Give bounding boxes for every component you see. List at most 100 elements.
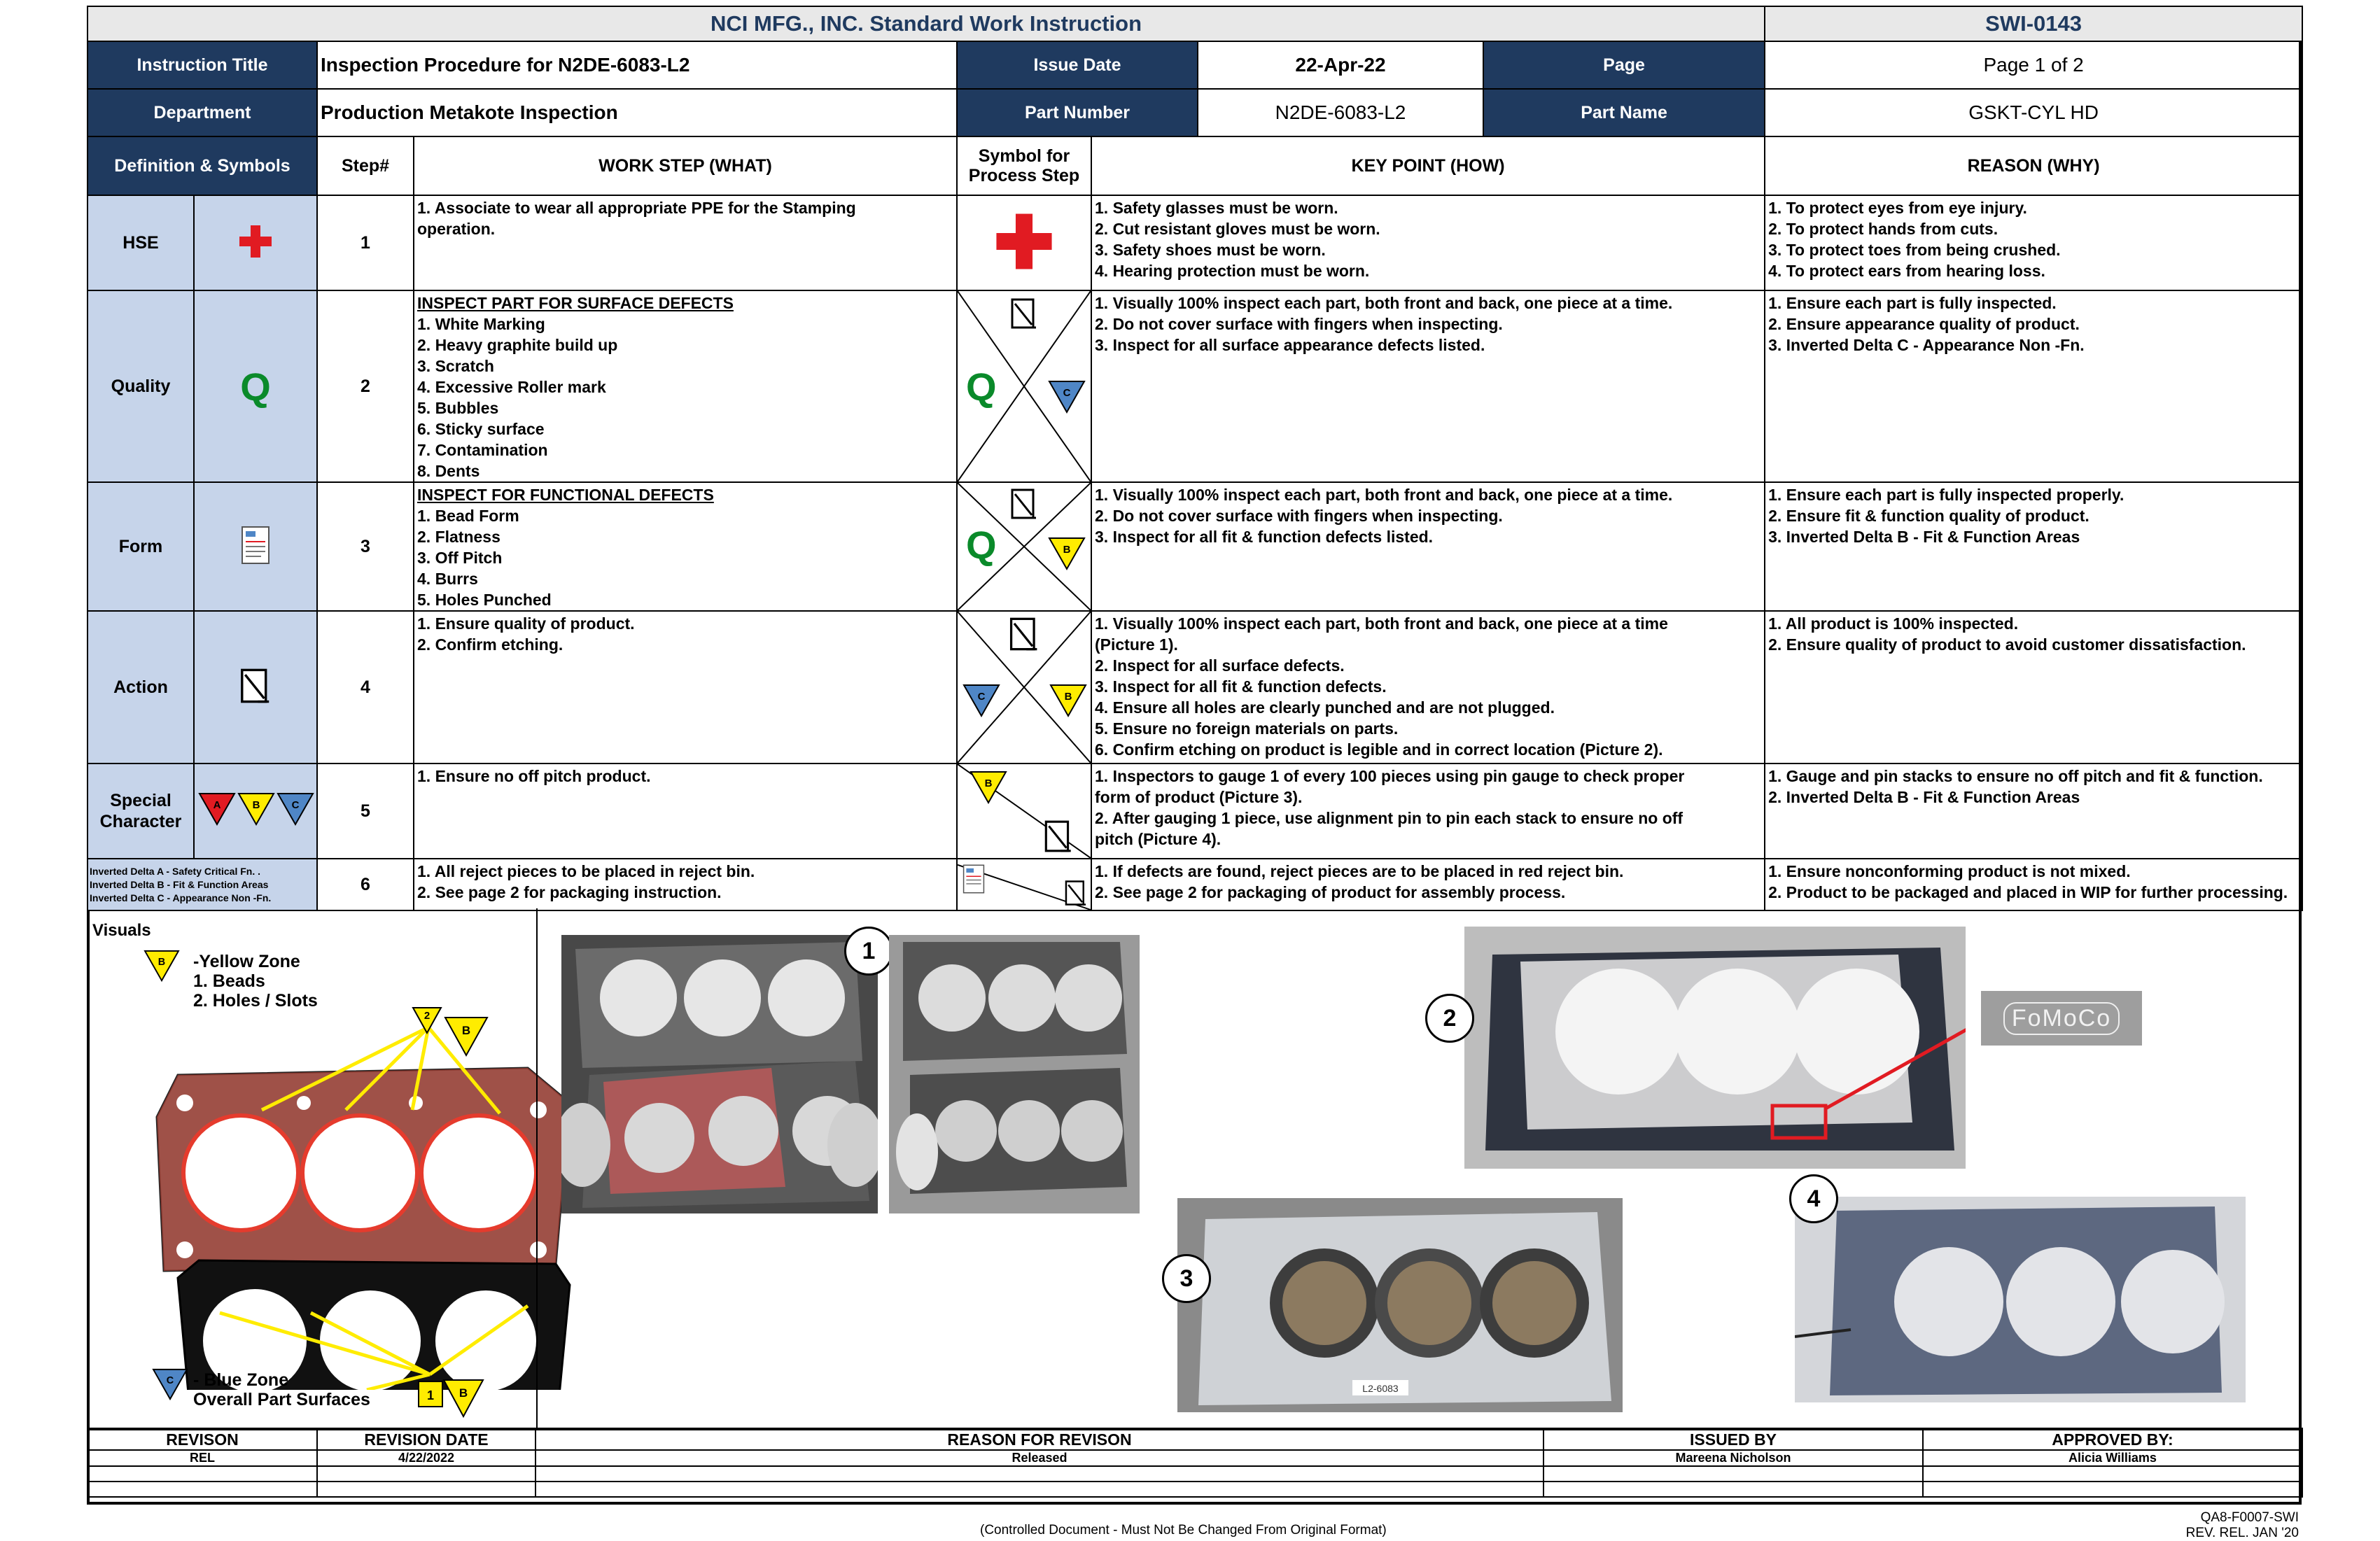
- issued-by-header: ISSUED BY: [1543, 1428, 1924, 1451]
- picture-2-photo: [1464, 927, 1966, 1169]
- form-number: QA8-F0007-SWI: [2200, 1510, 2299, 1525]
- step-5-how: 1. Inspectors to gauge 1 of every 100 pi…: [1090, 763, 1766, 859]
- revision-cell: REL: [87, 1449, 318, 1467]
- category-hse: HSE: [87, 195, 195, 291]
- approved-by-header: APPROVED BY:: [1922, 1428, 2303, 1451]
- department: Production Metakote Inspection: [316, 88, 958, 137]
- step-4-delta-c-icon: C: [962, 684, 1000, 718]
- step-4-how: 1. Visually 100% inspect each part, both…: [1090, 610, 1766, 764]
- svg-text:1: 1: [427, 1388, 434, 1402]
- step-2-how: 1. Visually 100% inspect each part, both…: [1090, 290, 1766, 483]
- revision-date-cell: 4/22/2022: [316, 1449, 536, 1467]
- svg-text:B: B: [462, 1024, 470, 1037]
- step-header: Step#: [316, 136, 414, 196]
- step-6-how: 1. If defects are found, reject pieces a…: [1090, 858, 1766, 911]
- category-quality: Quality: [87, 290, 195, 483]
- picture-3-badge: 3: [1162, 1254, 1211, 1303]
- step-4-what: 1. Ensure quality of product.2. Confirm …: [413, 610, 958, 764]
- step-6-what: 1. All reject pieces to be placed in rej…: [413, 858, 958, 911]
- step-1-hse-cross-icon: [956, 195, 1092, 291]
- picture-1-photo-left: [561, 935, 878, 1213]
- step-6-symbols: [956, 858, 1092, 911]
- svg-text:B: B: [158, 957, 165, 968]
- yellow-zone-item-1: 1. Beads: [193, 971, 265, 991]
- yellow-zone-title: -Yellow Zone: [193, 952, 300, 971]
- category-action: Action: [87, 610, 195, 764]
- picture-2-badge: 2: [1425, 994, 1474, 1043]
- svg-text:B: B: [253, 799, 260, 811]
- svg-text:B: B: [985, 777, 993, 789]
- yellow-zone-item-2: 2. Holes / Slots: [193, 991, 318, 1011]
- callout-1-b-icon: 1 B: [418, 1379, 484, 1419]
- instruction-table: NCI MFG., INC. Standard Work Instruction…: [86, 6, 2304, 911]
- svg-text:C: C: [167, 1375, 174, 1386]
- action-checklist-icon: [193, 610, 318, 764]
- step-5-number: 5: [316, 763, 414, 859]
- step-4-delta-b-icon: B: [1049, 684, 1087, 718]
- step-1-how: 1. Safety glasses must be worn.2. Cut re…: [1090, 195, 1766, 291]
- step-4-symbols: C B: [956, 610, 1092, 764]
- step-3-why: 1. Ensure each part is fully inspected p…: [1764, 481, 2304, 612]
- page-number: Page 1 of 2: [1764, 41, 2304, 90]
- svg-text:A: A: [214, 799, 221, 811]
- reason-for-revision-header: REASON FOR REVISON: [535, 1428, 1544, 1451]
- svg-text:B: B: [1063, 544, 1071, 556]
- delta-definitions: Inverted Delta A - Safety Critical Fn. .…: [87, 858, 318, 911]
- step-1-number: 1: [316, 195, 414, 291]
- category-form: Form: [87, 481, 195, 612]
- action-checklist-icon: [1009, 617, 1037, 651]
- step-2-x-divider: [958, 292, 1090, 481]
- yellow-zone-delta-icon: B: [144, 950, 180, 983]
- step-3-q-icon: Q: [966, 523, 997, 567]
- part-number: N2DE-6083-L2: [1197, 88, 1484, 137]
- issue-date: 22-Apr-22: [1197, 41, 1484, 90]
- visuals-label: Visuals: [92, 921, 151, 940]
- svg-text:B: B: [459, 1386, 468, 1400]
- part-name-label: Part Name: [1482, 88, 1766, 137]
- form-document-icon: [962, 864, 985, 894]
- department-label: Department: [87, 88, 318, 137]
- step-2-symbols: Q C: [956, 290, 1092, 483]
- part-number-label: Part Number: [956, 88, 1198, 137]
- controlled-document-note: (Controlled Document - Must Not Be Chang…: [980, 1523, 1387, 1538]
- picture-1-photo-right: [889, 935, 1140, 1213]
- svg-text:2: 2: [424, 1010, 430, 1022]
- action-checklist-icon: [1044, 820, 1071, 852]
- part-name: GSKT-CYL HD: [1764, 88, 2304, 137]
- definition-symbols-header: Definition & Symbols: [87, 136, 318, 196]
- step-3-x-divider: [958, 484, 1090, 610]
- gasket-zone-diagram: 2 B: [155, 1007, 571, 1390]
- svg-text:L2-6083: L2-6083: [1362, 1383, 1399, 1394]
- step-2-what: INSPECT PART FOR SURFACE DEFECTS 1. Whit…: [413, 290, 958, 483]
- step-5-what: 1. Ensure no off pitch product.: [413, 763, 958, 859]
- revision-date-header: REVISION DATE: [316, 1428, 536, 1451]
- action-checklist-icon: [1011, 488, 1036, 519]
- page-label: Page: [1482, 41, 1766, 90]
- key-point-header: KEY POINT (HOW): [1090, 136, 1766, 196]
- svg-text:C: C: [1063, 387, 1071, 399]
- work-step-header: WORK STEP (WHAT): [413, 136, 958, 196]
- reason-cell: Released: [535, 1449, 1544, 1467]
- step-5-why: 1. Gauge and pin stacks to ensure no off…: [1764, 763, 2304, 859]
- visuals-divider: [536, 908, 538, 1428]
- step-1-why: 1. To protect eyes from eye injury.2. To…: [1764, 195, 2304, 291]
- action-checklist-icon: [1065, 880, 1086, 906]
- step-2-why: 1. Ensure each part is fully inspected.2…: [1764, 290, 2304, 483]
- quality-q-icon: Q: [193, 290, 318, 483]
- step-2-delta-c-icon: C: [1048, 381, 1086, 414]
- step-6-why: 1. Ensure nonconforming product is not m…: [1764, 858, 2304, 911]
- picture-3-photo: L2-6083: [1177, 1198, 1623, 1412]
- revision-header: REVISON: [87, 1428, 318, 1451]
- blue-zone-title: - Blue Zone: [193, 1370, 289, 1390]
- action-checklist-icon: [1011, 298, 1036, 329]
- rev-rel-date: REV. REL. JAN '20: [2185, 1526, 2299, 1540]
- svg-text:C: C: [978, 691, 986, 703]
- approved-by-cell: Alicia Williams: [1922, 1449, 2303, 1467]
- step-3-how: 1. Visually 100% inspect each part, both…: [1090, 481, 1766, 612]
- picture-4-badge: 4: [1789, 1174, 1838, 1223]
- blue-zone-delta-icon: C: [152, 1368, 188, 1401]
- svg-text:B: B: [1065, 691, 1072, 703]
- form-document-icon: [193, 481, 318, 612]
- step-6-number: 6: [316, 858, 414, 911]
